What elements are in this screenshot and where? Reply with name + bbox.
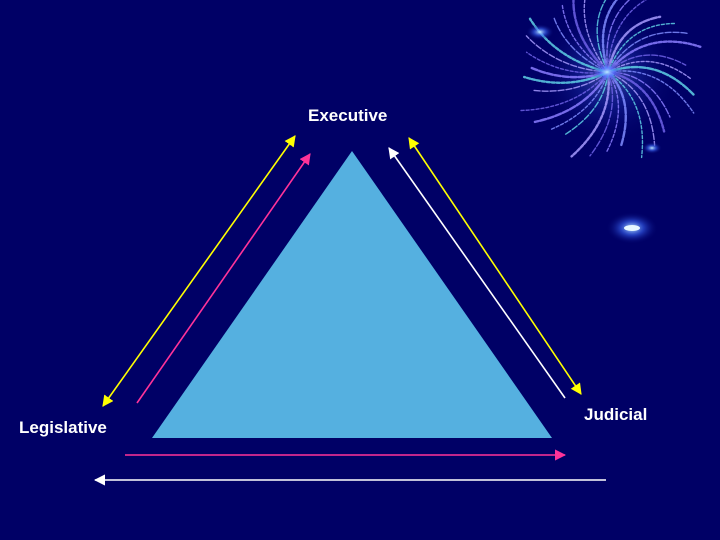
burst-stroke bbox=[564, 71, 609, 135]
burst-stroke bbox=[607, 31, 690, 73]
executive-label: Executive bbox=[308, 106, 388, 125]
judicial-label: Judicial bbox=[584, 405, 648, 424]
burst-stroke bbox=[607, 0, 648, 73]
burst-stroke bbox=[606, 0, 631, 73]
arrow-legislative-to-executive bbox=[136, 153, 311, 404]
burst-stroke bbox=[525, 51, 609, 74]
arrow-executive-judicial bbox=[408, 137, 582, 395]
burst-stroke bbox=[606, 40, 702, 74]
legislative-label: Legislative bbox=[19, 418, 107, 437]
arrow-executive-legislative bbox=[102, 135, 296, 407]
fireworks-burst-icon bbox=[520, 0, 702, 244]
